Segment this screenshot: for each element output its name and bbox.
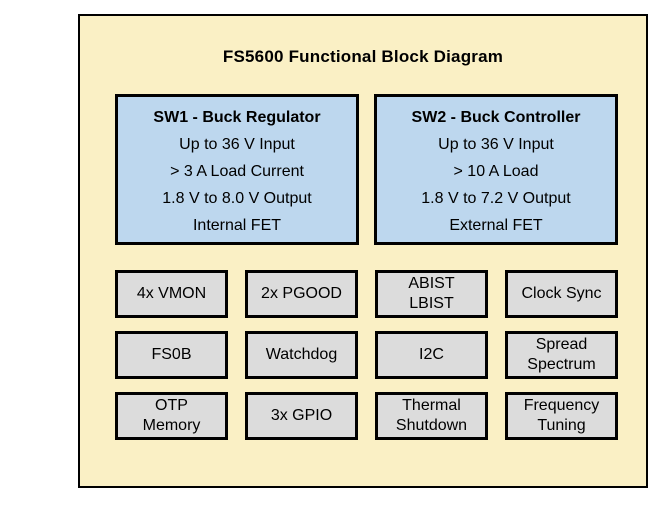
feature-block-otp-memory: OTP Memory — [115, 392, 228, 440]
feature-block-frequency-tuning: Frequency Tuning — [505, 392, 618, 440]
block-spec-line: External FET — [449, 217, 543, 234]
block-diagram: FS5600 Functional Block Diagram SW1 - Bu… — [78, 14, 648, 488]
feature-block-watchdog: Watchdog — [245, 331, 358, 379]
diagram-title: FS5600 Functional Block Diagram — [222, 47, 504, 66]
feature-grid: 4x VMON 2x PGOOD ABIST LBIST Clock Sync … — [115, 270, 618, 440]
block-title: SW2 - Buck Controller — [411, 109, 581, 126]
sw1-buck-regulator-block: SW1 - Buck Regulator Up to 36 V Input > … — [115, 94, 359, 245]
diagram-content: SW1 - Buck Regulator Up to 36 V Input > … — [115, 94, 618, 440]
regulator-row: SW1 - Buck Regulator Up to 36 V Input > … — [115, 94, 618, 245]
feature-block-abist-lbist: ABIST LBIST — [375, 270, 488, 318]
block-spec-line: Up to 36 V Input — [438, 136, 554, 153]
feature-block-gpio: 3x GPIO — [245, 392, 358, 440]
block-title: SW1 - Buck Regulator — [153, 109, 321, 126]
feature-block-fs0b: FS0B — [115, 331, 228, 379]
sw2-buck-controller-block: SW2 - Buck Controller Up to 36 V Input >… — [374, 94, 618, 245]
feature-block-thermal-shutdown: Thermal Shutdown — [375, 392, 488, 440]
block-spec-line: Up to 36 V Input — [179, 136, 295, 153]
block-spec-line: 1.8 V to 7.2 V Output — [421, 190, 571, 207]
block-spec-line: Internal FET — [192, 217, 282, 234]
feature-block-clock-sync: Clock Sync — [505, 270, 618, 318]
feature-block-i2c: I2C — [375, 331, 488, 379]
block-spec-line: > 10 A Load — [453, 163, 539, 180]
block-spec-line: > 3 A Load Current — [170, 163, 304, 180]
block-spec-line: 1.8 V to 8.0 V Output — [162, 190, 312, 207]
feature-block-spread-spectrum: Spread Spectrum — [505, 331, 618, 379]
feature-block-pgood: 2x PGOOD — [245, 270, 358, 318]
feature-block-vmon: 4x VMON — [115, 270, 228, 318]
